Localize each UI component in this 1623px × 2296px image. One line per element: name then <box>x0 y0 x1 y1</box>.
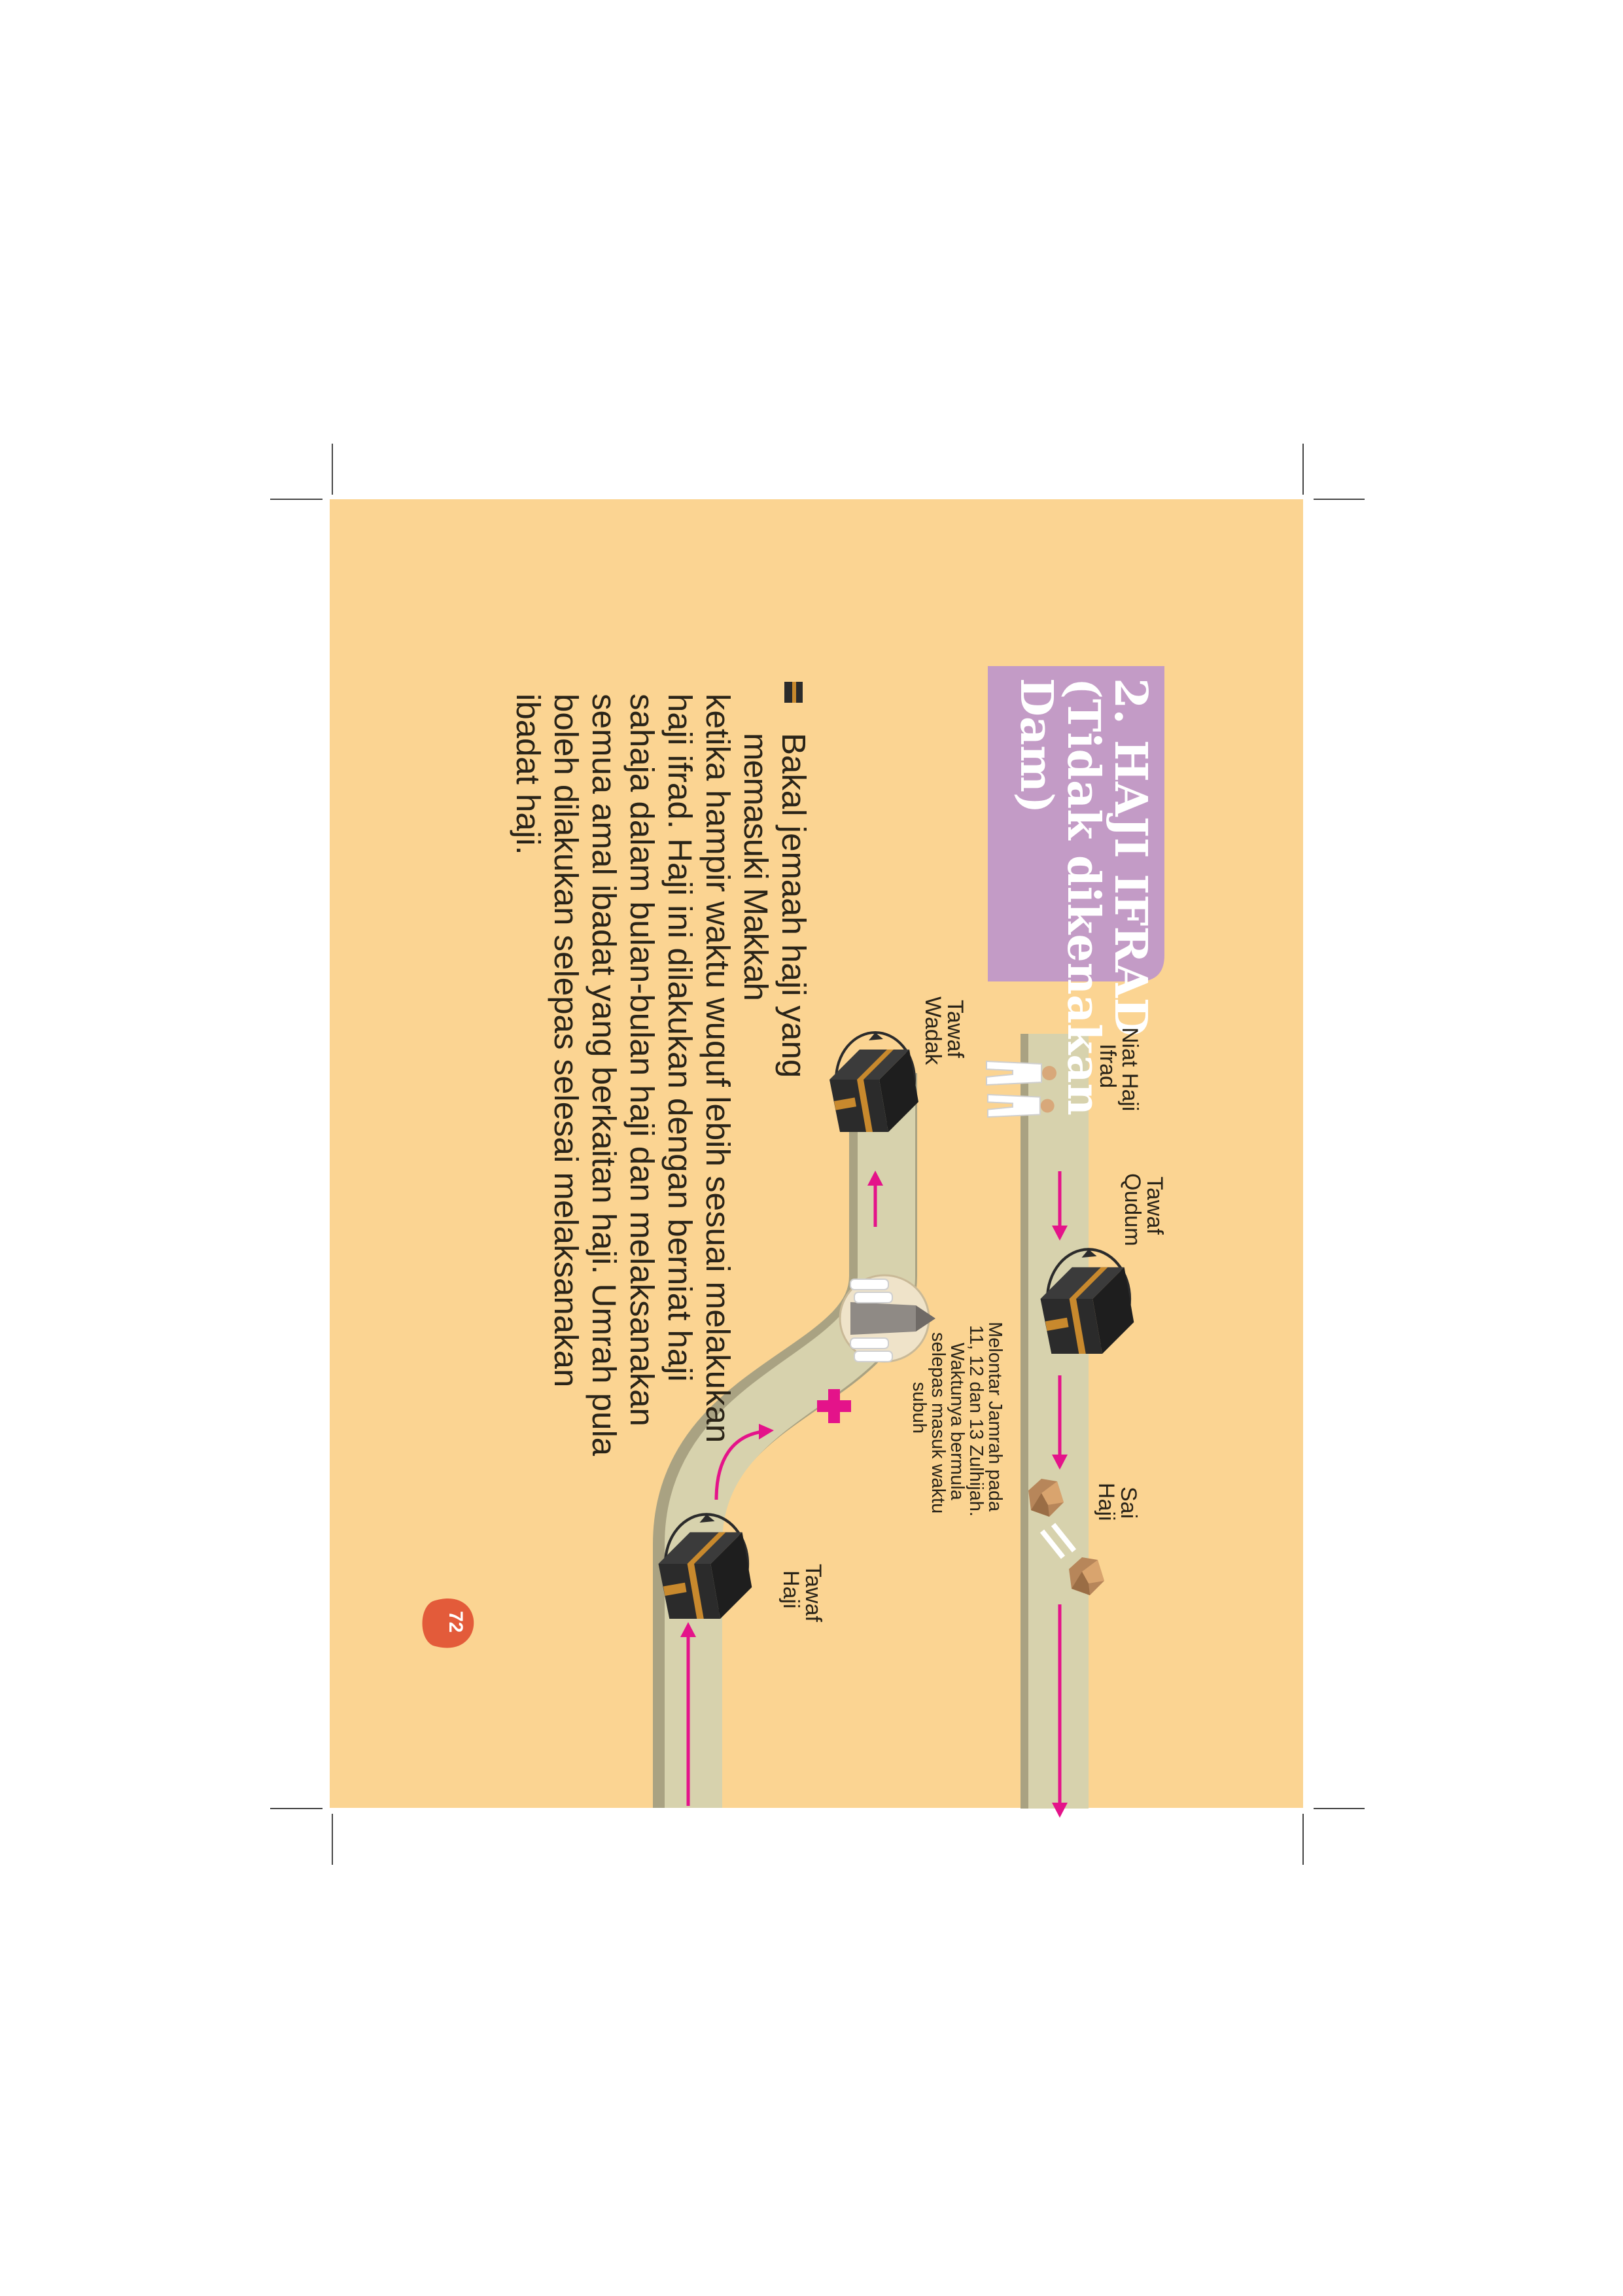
section-title-line: 2. HAJI IFRAD <box>1104 678 1157 1036</box>
body-line: semua amal ibadat yang berkaitan haji. U… <box>585 694 623 1457</box>
label-tawaf-wadak: Wadak <box>920 997 945 1066</box>
section-title-line: (Tidak dikenakan <box>1057 678 1109 1116</box>
body-line: boleh dilakukan selepas selesai melaksan… <box>548 694 585 1387</box>
jamrah-note-line: Waktunya bermula <box>947 1343 968 1501</box>
medical-cross-icon <box>817 1389 851 1423</box>
body-line: sahaja dalam bulan-bulan haji dan melaks… <box>623 694 661 1426</box>
label-tawaf-haji: Haji <box>778 1570 803 1609</box>
section-title-box <box>988 666 1164 981</box>
body-line: ketika hampir waktu wuquf lebih sesuai m… <box>699 694 737 1443</box>
label-niat-haji: Niat Haji <box>1117 1027 1142 1111</box>
label-tawaf-qudum: Qudum <box>1120 1173 1145 1246</box>
label-tawaf-qudum: Tawaf <box>1142 1176 1167 1235</box>
label-tawaf-haji: Tawaf <box>801 1564 826 1622</box>
sai-path-icon <box>1039 1523 1077 1559</box>
label-tawaf-wadak: Tawaf <box>943 1000 968 1058</box>
bullet-kaaba-icon <box>784 682 803 703</box>
route-arrows <box>680 1171 1068 1818</box>
body-line: Bakal jemaah haji yang <box>775 733 812 1078</box>
label-sai-haji: Sai <box>1116 1487 1141 1519</box>
body-line: ibadat haji. <box>510 694 547 855</box>
body-line: haji ifrad. Haji ini dilakukan dengan be… <box>661 694 699 1382</box>
jamrah-icon <box>839 1274 935 1363</box>
label-sai-haji: Haji <box>1094 1483 1119 1521</box>
jamrah-note-line: selepas masuk waktu <box>928 1332 949 1513</box>
body-line: memasuki Makkah <box>737 733 775 1001</box>
rotated-page-content: 2. HAJI IFRAD (Tidak dikenakan Dam) Baka… <box>510 678 1167 1622</box>
page-number: 72 <box>445 1611 466 1633</box>
jamrah-note-line: subuh <box>909 1382 930 1434</box>
label-niat-haji: Ifrad <box>1095 1044 1120 1088</box>
jamrah-note-line: 11, 12 dan 13 Zulhijah. <box>966 1325 986 1517</box>
section-title-line: Dam) <box>1010 678 1062 813</box>
page-number-badge: 72 <box>422 1598 474 1648</box>
jamrah-note-line: Melontar Jamrah pada <box>985 1322 1005 1512</box>
